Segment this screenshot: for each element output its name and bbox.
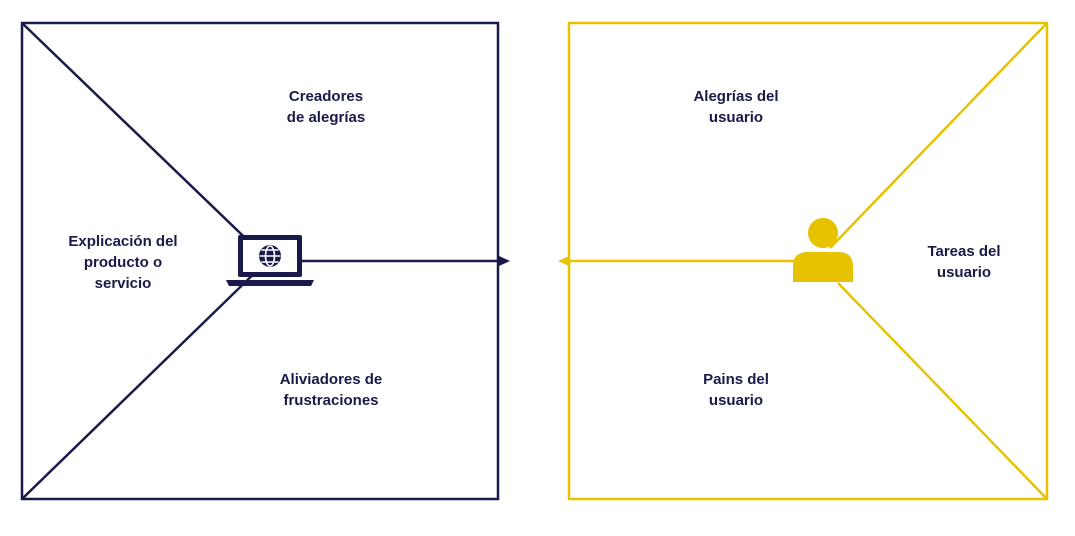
products-services-line-1: Explicación del bbox=[68, 233, 178, 250]
pains-label: Pains del usuario bbox=[676, 369, 796, 411]
gains-line-1: Alegrías del bbox=[693, 88, 779, 105]
jobs-line-2: usuario bbox=[936, 264, 992, 281]
gain-creators-label: Creadores de alegrías bbox=[266, 86, 386, 128]
gains-label: Alegrías del usuario bbox=[676, 86, 796, 128]
products-services-line-3: servicio bbox=[94, 275, 152, 292]
product-arrow-head bbox=[499, 256, 510, 266]
pain-relievers-line-2: frustraciones bbox=[283, 392, 379, 409]
gain-creators-line-1: Creadores bbox=[288, 88, 364, 105]
gains-line-2: usuario bbox=[708, 109, 764, 126]
customer-arrow-head bbox=[558, 256, 569, 266]
jobs-label: Tareas del usuario bbox=[904, 241, 1024, 283]
jobs-line-1: Tareas del bbox=[927, 243, 1001, 260]
products-services-line-2: producto o bbox=[83, 254, 163, 271]
gain-creators-line-2: de alegrías bbox=[286, 109, 366, 126]
customer-profile bbox=[558, 21, 1049, 501]
customer-diagonal-top bbox=[829, 22, 1048, 249]
pain-relievers-line-1: Aliviadores de bbox=[279, 371, 383, 388]
pains-line-2: usuario bbox=[708, 392, 764, 409]
product-diagonal-bottom bbox=[21, 261, 267, 500]
user-icon bbox=[793, 218, 853, 282]
product-map bbox=[20, 21, 510, 501]
customer-diagonal-bottom bbox=[837, 282, 1048, 500]
laptop-globe-icon bbox=[226, 235, 314, 286]
pains-line-1: Pains del bbox=[703, 371, 769, 388]
pain-relievers-label: Aliviadores de frustraciones bbox=[266, 369, 396, 411]
product-diagonal-top bbox=[21, 22, 267, 259]
products-services-label: Explicación del producto o servicio bbox=[58, 231, 188, 294]
